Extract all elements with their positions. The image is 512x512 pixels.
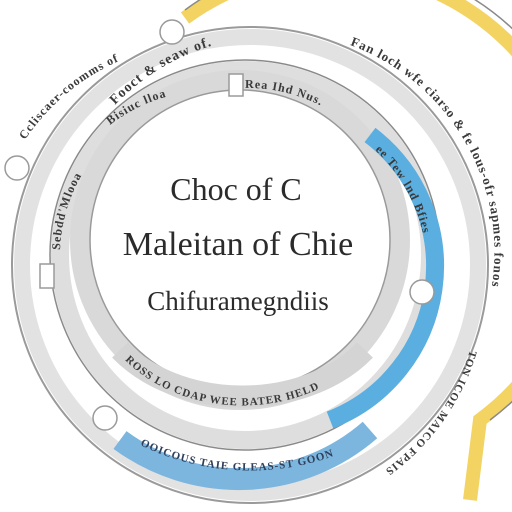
center-title-line2: Maleitan of Chie — [123, 226, 353, 263]
outer-gray-ring — [11, 26, 489, 504]
connector-square — [39, 263, 55, 289]
lower-gray-arc — [112, 342, 373, 408]
connector-dot — [92, 405, 118, 431]
connector-dot — [4, 155, 30, 181]
connector-dot — [159, 19, 185, 45]
center-title-line1: Choc of C — [170, 171, 302, 207]
blue-ring-bottom — [113, 421, 378, 491]
center-title-line3: Chifuramegndiis — [147, 286, 328, 316]
outer-gray-band — [14, 29, 486, 501]
connector-dot — [409, 279, 435, 305]
connector-square — [228, 73, 244, 97]
